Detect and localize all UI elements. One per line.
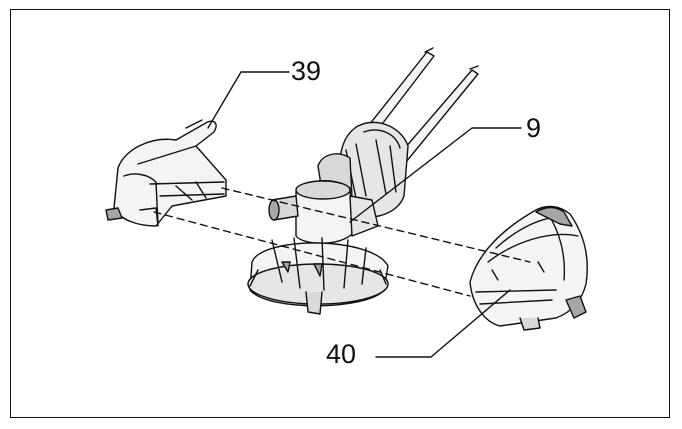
- callout-9: 9: [526, 113, 542, 143]
- figure-border: [10, 9, 670, 418]
- callout-39: 39: [291, 56, 322, 86]
- leader-line-39: [207, 71, 290, 129]
- leader-line-9: [349, 127, 522, 223]
- leader-line-40: [375, 289, 511, 358]
- guard-half-part-40: [469, 205, 588, 331]
- spindle-flange: [247, 237, 389, 315]
- callout-40: 40: [326, 339, 357, 369]
- callout-leader-lines: [207, 71, 522, 358]
- gear-head-part-9: [268, 121, 409, 244]
- assembly-dashed-lines: [153, 187, 531, 297]
- guard-half-part-39: [105, 119, 227, 227]
